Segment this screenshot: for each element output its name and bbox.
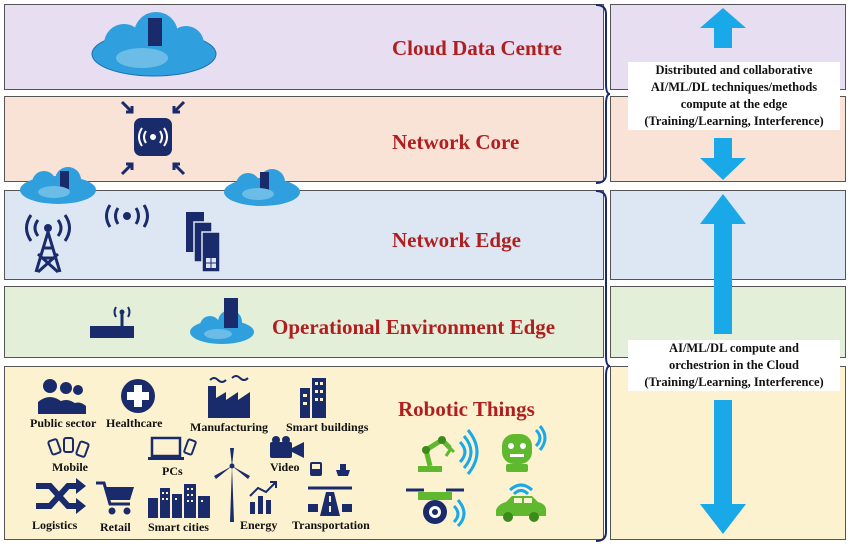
cloud-left-icon <box>20 167 96 204</box>
retail-cart-icon <box>96 481 134 515</box>
network-core-title: Network Core <box>392 130 520 154</box>
transportation-label: Transportation <box>292 518 370 532</box>
public-sector-icon <box>38 379 86 414</box>
arrow-up-edge-icon <box>700 194 746 334</box>
network-edge-title: Network Edge <box>392 228 521 252</box>
cloud-datacentre-icon <box>91 12 217 77</box>
arrow-up-top-icon <box>700 8 746 48</box>
cloud-operational-icon <box>190 298 254 344</box>
retail-label: Retail <box>100 520 131 534</box>
healthcare-label: Healthcare <box>106 416 163 430</box>
sim-cards-icon <box>186 212 221 273</box>
operational-edge-title: Operational Environment Edge <box>272 315 556 339</box>
robot-head-icon <box>502 425 547 472</box>
manufacturing-icon <box>208 375 250 418</box>
video-icon <box>270 436 304 458</box>
pcs-icon <box>148 436 197 460</box>
healthcare-icon <box>121 379 155 413</box>
smart-buildings-label: Smart buildings <box>286 420 369 434</box>
autonomous-car-icon <box>496 483 546 522</box>
network-hub-icon <box>120 100 186 176</box>
transportation-icon <box>308 462 352 516</box>
energy-chart-icon <box>249 481 277 514</box>
smart-cities-label: Smart cities <box>148 520 209 534</box>
network-core-layer <box>4 96 604 182</box>
bracket-bottom <box>595 190 611 542</box>
energy-label: Energy <box>240 518 278 532</box>
wireless-signal-icon <box>105 204 149 228</box>
smart-cities-icon <box>148 484 210 518</box>
robot-arm-icon <box>418 429 479 475</box>
mobile-label: Mobile <box>52 460 88 474</box>
manufacturing-label: Manufacturing <box>190 420 268 434</box>
logistics-icon <box>36 478 86 514</box>
video-label: Video <box>270 460 300 474</box>
operational-edge-layer <box>4 286 604 358</box>
logistics-label: Logistics <box>32 518 78 532</box>
network-edge-layer <box>4 190 604 280</box>
robotic-things-title: Robotic Things <box>398 397 535 421</box>
bracket-top <box>595 4 611 184</box>
pcs-label: PCs <box>162 464 183 478</box>
smart-buildings-icon <box>300 378 326 418</box>
cell-tower-icon <box>25 214 71 274</box>
edge-compute-callout: Distributed and collaborative AI/ML/DL t… <box>628 62 840 130</box>
router-icon <box>90 306 134 338</box>
arrow-down-mid-icon <box>700 138 746 180</box>
cloud-right-icon <box>224 169 300 206</box>
public-sector-label: Public sector <box>30 416 97 430</box>
wind-turbine-icon <box>214 448 250 522</box>
drone-camera-icon <box>406 488 466 528</box>
cloud-compute-callout: AI/ML/DL compute and orchestrion in the … <box>628 340 840 391</box>
mobile-icon <box>47 437 90 458</box>
arrow-down-cloud-icon <box>700 400 746 534</box>
cloud-data-centre-title: Cloud Data Centre <box>392 36 562 60</box>
